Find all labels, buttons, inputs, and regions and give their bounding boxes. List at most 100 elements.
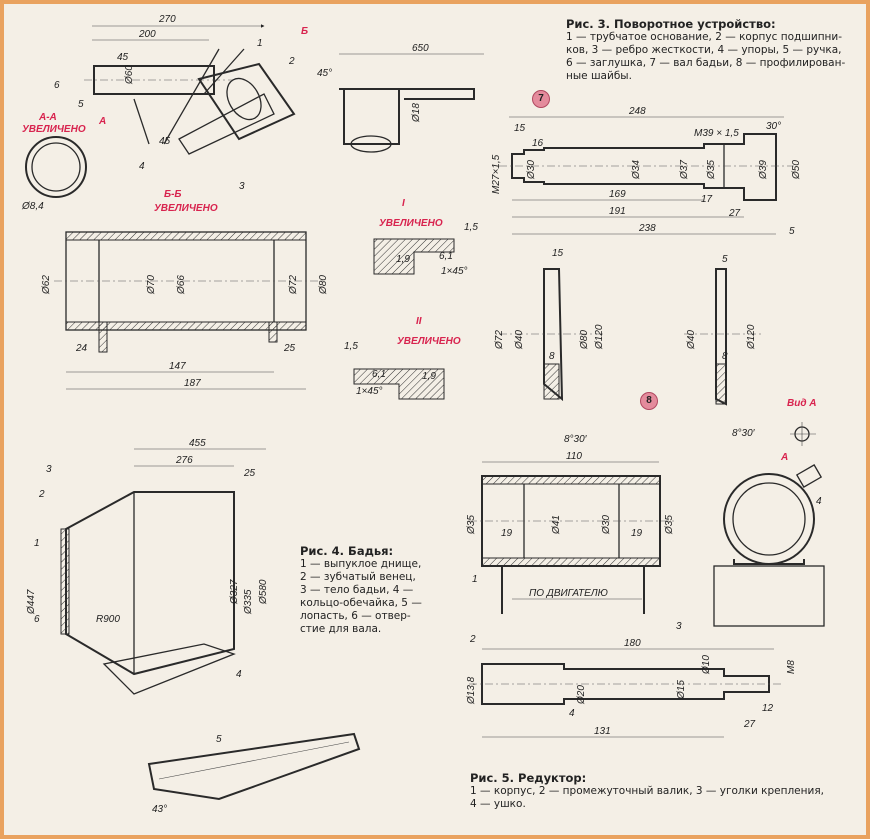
dim-r900: R900 xyxy=(96,614,120,625)
section-bb-enlarged: УВЕЛИЧЕНО xyxy=(154,203,218,214)
dim-d72-washer: Ø72 xyxy=(494,330,505,350)
dim-650: 650 xyxy=(412,43,429,54)
section-aa: А-А УВЕЛИЧЕНО Ø8,4 xyxy=(21,112,87,212)
dim-d37: Ø37 xyxy=(679,160,690,180)
figure-3-line: ные шайбы. xyxy=(566,70,632,82)
dim-16: 16 xyxy=(532,138,544,149)
figure-4-title: Рис. 4. Бадья: xyxy=(300,544,394,558)
dim-1-9-i: 1,9 xyxy=(396,254,410,265)
dim-d10: Ø10 xyxy=(701,655,712,675)
swivel-assembly-view: 270 200 45 Ø60 45 4 3 1 2 5 6 45° Б А 65… xyxy=(54,14,484,192)
dim-4: 4 xyxy=(569,708,575,719)
dim-187: 187 xyxy=(184,378,201,389)
dim-d72: Ø72 xyxy=(288,275,299,295)
dim-12: 12 xyxy=(762,703,774,714)
dim-200: 200 xyxy=(138,29,156,40)
reducer-label-2: 2 xyxy=(469,634,476,645)
dim-angle-washer-b: 8°30′ xyxy=(732,428,756,439)
detail-ii-title: II xyxy=(416,316,422,327)
dim-131: 131 xyxy=(594,726,611,737)
figure-3-line: 6 — заглушка, 7 — вал бадьи, 8 — профили… xyxy=(566,57,846,69)
reducer-drawing: 110 Ø35 19 Ø41 Ø30 Ø35 19 ПО ДВИГАТЕЛЮ 1… xyxy=(466,451,825,738)
profiled-washers-drawing: 15 Ø72 Ø40 Ø80 Ø120 8 8°30′ 5 Ø40 Ø120 8… xyxy=(494,248,817,446)
dim-276: 276 xyxy=(175,455,193,466)
dim-5-washer: 5 xyxy=(722,254,728,265)
label-6: 6 xyxy=(54,80,60,91)
dim-45-top: 45 xyxy=(117,52,129,63)
label-2: 2 xyxy=(288,56,295,67)
dim-d35-a: Ø35 xyxy=(466,515,477,535)
dim-d60: Ø60 xyxy=(124,65,135,85)
section-mark-a: А xyxy=(98,116,106,127)
dim-d35-b: Ø35 xyxy=(664,515,675,535)
dim-d41: Ø41 xyxy=(551,515,562,535)
dim-d40-washer-a: Ø40 xyxy=(514,330,525,350)
technical-drawing: 270 200 45 Ø60 45 4 3 1 2 5 6 45° Б А 65… xyxy=(21,14,825,815)
figure-5-line: 1 — корпус, 2 — промежуточный валик, 3 —… xyxy=(470,785,824,797)
dim-19-a: 19 xyxy=(501,528,513,539)
dim-m39: М39 × 1,5 xyxy=(694,128,739,139)
figure-4-caption: Рис. 4. Бадья: 1 — выпуклое днище, 2 — з… xyxy=(300,545,450,636)
dim-27-r: 27 xyxy=(743,719,756,730)
section-mark-b: Б xyxy=(301,26,308,37)
dim-d120-washer-b: Ø120 xyxy=(746,324,757,350)
dim-180: 180 xyxy=(624,638,641,649)
dim-6-1-ii: 6,1 xyxy=(372,369,386,380)
dim-d120-washer-a: Ø120 xyxy=(594,324,605,350)
reducer-label-4: 4 xyxy=(816,496,822,507)
dim-8-washer-b: 8 xyxy=(722,351,728,362)
figure-3-line: 1 — трубчатое основание, 2 — корпус подш… xyxy=(566,31,843,43)
view-a-label: Вид А xyxy=(787,398,817,409)
dim-5: 5 xyxy=(789,226,795,237)
detail-i-enlarged: УВЕЛИЧЕНО xyxy=(379,218,443,229)
bucket-shaft-drawing: 248 15 16 М39 × 1,5 30° М27×1,5 Ø30 Ø34 … xyxy=(491,106,802,237)
dim-d335: Ø335 xyxy=(243,589,254,615)
dim-d62: Ø62 xyxy=(41,275,52,295)
reducer-mark-a: А xyxy=(780,452,788,463)
bucket-label-5: 5 xyxy=(216,734,222,745)
figure-4-line: 2 — зубчатый венец, xyxy=(300,571,416,583)
dim-191: 191 xyxy=(609,206,626,217)
dim-270: 270 xyxy=(158,14,176,25)
detail-i-title: I xyxy=(402,198,405,209)
dim-d447: Ø447 xyxy=(26,589,37,615)
bucket-label-6: 6 xyxy=(34,614,40,625)
dim-chamfer-i: 1×45° xyxy=(441,266,468,277)
detail-ii: II УВЕЛИЧЕНО 1,5 6,1 1,9 1×45° xyxy=(344,316,461,400)
bucket-drawing: 455 276 25 Ø447 Ø327 Ø335 Ø580 R900 3 2 … xyxy=(26,438,361,815)
reducer-label-1: 1 xyxy=(472,574,478,585)
figure-4-line: лопасть, 6 — отвер- xyxy=(300,610,411,622)
dim-d580: Ø580 xyxy=(258,579,269,605)
section-aa-enlarged: УВЕЛИЧЕНО xyxy=(22,124,86,135)
figure-3-caption: Рис. 3. Поворотное устройство: 1 — трубч… xyxy=(566,18,858,83)
bucket-label-3: 3 xyxy=(46,464,52,475)
dim-d18: Ø18 xyxy=(411,103,422,123)
dim-angle-washer-a: 8°30′ xyxy=(564,434,588,445)
bucket-label-4: 4 xyxy=(236,669,242,680)
dim-45-deg: 45° xyxy=(317,68,332,79)
label-4: 4 xyxy=(139,161,145,172)
detail-i: I УВЕЛИЧЕНО 1,5 1,9 6,1 1×45° xyxy=(373,198,478,277)
dim-d66: Ø66 xyxy=(176,275,187,295)
drawing-sheet: 270 200 45 Ø60 45 4 3 1 2 5 6 45° Б А 65… xyxy=(4,4,866,835)
dim-d13-8: Ø13,8 xyxy=(466,676,477,705)
figure-3-title: Рис. 3. Поворотное устройство: xyxy=(566,17,776,31)
figure-5-caption: Рис. 5. Редуктор: 1 — корпус, 2 — промеж… xyxy=(470,772,860,811)
dim-25-bucket: 25 xyxy=(243,468,256,479)
label-1: 1 xyxy=(257,38,263,49)
dim-d34: Ø34 xyxy=(631,160,642,180)
dim-6-1-i: 6,1 xyxy=(439,251,453,262)
dim-d20: Ø20 xyxy=(576,685,587,705)
label-5: 5 xyxy=(78,99,84,110)
dim-43deg: 43° xyxy=(152,804,167,815)
dim-chamfer-ii: 1×45° xyxy=(356,386,383,397)
bucket-label-2: 2 xyxy=(38,489,45,500)
dim-8-washer-a: 8 xyxy=(549,351,555,362)
figure-5-line: 4 — ушко. xyxy=(470,798,526,810)
figure-4-line: стие для вала. xyxy=(300,623,382,635)
section-bb: Б-Б УВЕЛИЧЕНО Ø62 Ø70 Ø66 Ø72 Ø80 24 25 … xyxy=(41,189,329,390)
dim-19-b: 19 xyxy=(631,528,643,539)
detail-ii-enlarged: УВЕЛИЧЕНО xyxy=(397,336,461,347)
dim-147: 147 xyxy=(169,361,186,372)
section-bb-title: Б-Б xyxy=(164,189,182,200)
